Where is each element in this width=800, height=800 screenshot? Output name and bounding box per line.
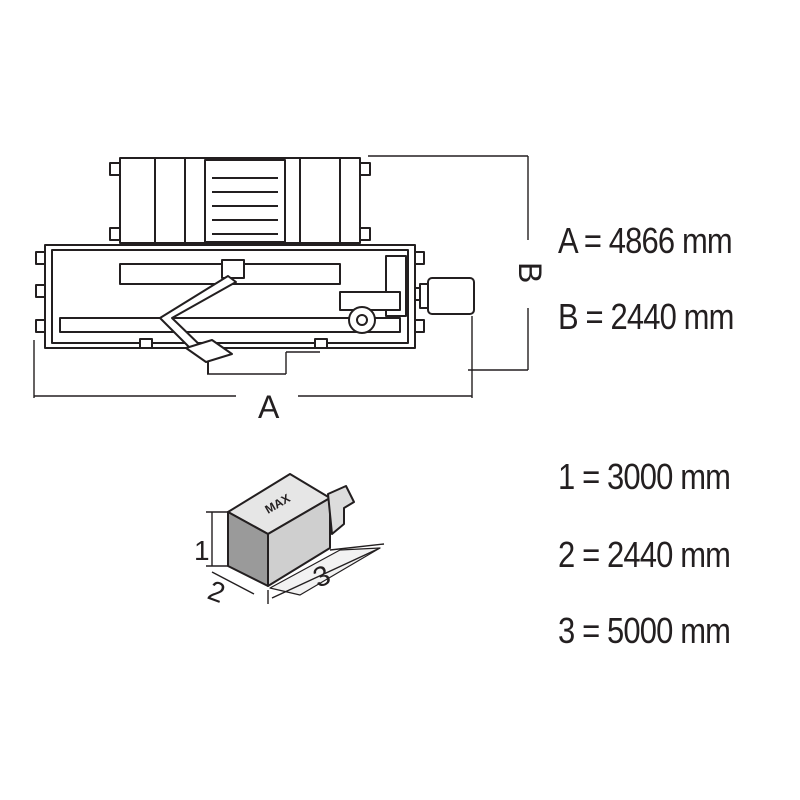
legend-dimension-1: 1 = 3000 mm <box>558 456 731 497</box>
motor <box>427 277 475 315</box>
legend-dimension-2: 2 = 2440 mm <box>558 534 731 575</box>
upper-column-left <box>154 157 186 244</box>
block-side-face <box>267 497 331 587</box>
upper-panel <box>204 159 286 243</box>
legend-dimension-a: A = 4866 mm <box>558 220 733 261</box>
block-lift-hook <box>327 485 355 535</box>
max-block <box>206 473 385 604</box>
lower-rail <box>59 317 401 333</box>
block-dim-1-letter: 1 <box>194 535 210 566</box>
dimension-a-letter: A <box>258 389 280 425</box>
legend-dimension-3: 3 = 5000 mm <box>558 610 731 651</box>
dimension-b-letter: B <box>512 262 548 283</box>
upper-column-right <box>299 157 341 244</box>
dimension-b-line <box>368 155 529 371</box>
dimension-a-line <box>33 316 473 398</box>
machine-top-view <box>33 155 529 398</box>
legend-dimension-b: B = 2440 mm <box>558 296 734 337</box>
block-dim-2-letter: 2 <box>204 575 229 609</box>
